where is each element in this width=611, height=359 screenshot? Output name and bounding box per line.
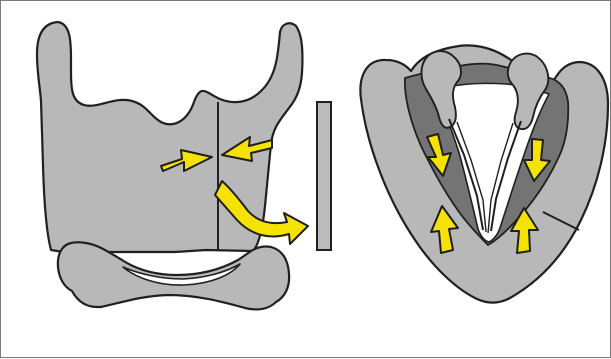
larynx-superior-view xyxy=(360,45,608,302)
implant-bar-shape xyxy=(317,102,331,250)
thyroid-cartilage-shape xyxy=(37,22,302,252)
vertical-implant-bar xyxy=(317,102,331,250)
thyroid-cartilage-front-view xyxy=(37,22,302,252)
